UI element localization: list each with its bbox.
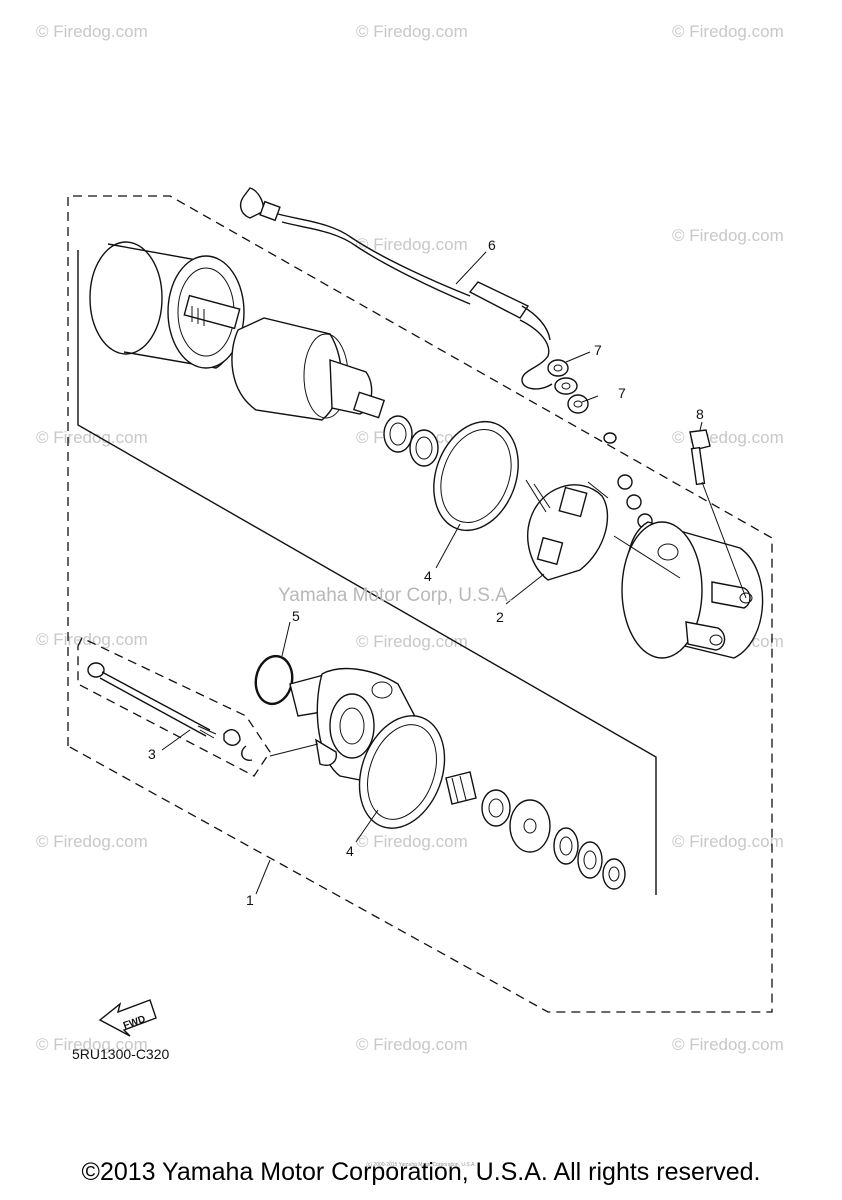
diagram-code: 5RU1300-C320 [72, 1046, 170, 1062]
callout-1: 1 [246, 892, 254, 908]
callout-8: 8 [696, 406, 704, 422]
watermark: © Firedog.com [356, 832, 468, 851]
callout-4-lower: 4 [346, 843, 354, 859]
watermark: © Firedog.com [672, 22, 784, 41]
watermark: © Firedog.com [36, 428, 148, 447]
rear-cover [613, 521, 764, 659]
armature-shims [383, 415, 439, 467]
watermark: © Firedog.com [356, 1035, 468, 1054]
callout-5: 5 [292, 608, 300, 624]
fwd-arrow-icon: FWD [98, 999, 157, 1037]
assembly-outline [67, 195, 773, 1013]
watermark: © Firedog.com [36, 832, 148, 851]
o-ring-small [254, 654, 294, 706]
callout-2: 2 [496, 609, 504, 625]
callout-7-upper: 7 [594, 342, 602, 358]
fine-print: (c) 2000-2015 Yamaha Motor Corporation, … [366, 1162, 476, 1168]
watermark: © Firedog.com [672, 832, 784, 851]
watermark: © Firedog.com [36, 1035, 148, 1054]
starter-cable [239, 187, 553, 390]
watermark: © Firedog.com [36, 630, 148, 649]
callout-7-lower: 7 [618, 385, 626, 401]
callout-6: 6 [488, 237, 496, 253]
armature [231, 317, 386, 421]
watermark: © Firedog.com [672, 226, 784, 245]
center-watermark: Yamaha Motor Corp, U.S.A. [278, 585, 514, 606]
callout-leaders [161, 251, 703, 895]
brush-holder [525, 479, 609, 581]
bearing-stack [445, 771, 626, 890]
callout-3: 3 [148, 746, 156, 762]
long-bolt-set [77, 637, 271, 777]
copyright-footer: ©2013 Yamaha Motor Corporation, U.S.A. A… [81, 1158, 761, 1186]
watermark: © Firedog.com [36, 22, 148, 41]
nut-washer-set [547, 359, 589, 414]
small-washers [603, 432, 653, 529]
watermark: © Firedog.com [356, 22, 468, 41]
watermark: © Firedog.com [356, 235, 468, 254]
motor-yoke [89, 241, 245, 369]
o-ring-lower [358, 715, 446, 829]
o-ring-upper [433, 420, 519, 532]
watermark: © Firedog.com [672, 1035, 784, 1054]
watermark: © Firedog.com [356, 632, 468, 651]
callout-4-upper: 4 [424, 568, 432, 584]
through-bolt-upper [689, 429, 747, 599]
